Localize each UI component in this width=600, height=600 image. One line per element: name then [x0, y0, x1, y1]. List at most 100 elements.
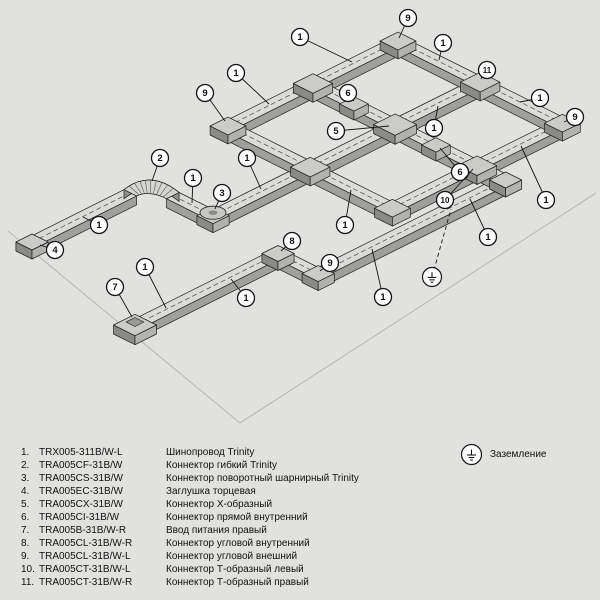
legend-desc: Коннектор Т-образный левый: [166, 564, 304, 575]
legend-num: 3.: [21, 473, 30, 484]
svg-text:4: 4: [52, 245, 58, 256]
callout-1: 1: [290, 27, 353, 63]
callout-8: 8: [280, 231, 302, 252]
svg-text:1: 1: [342, 220, 348, 231]
power-feed: [125, 317, 145, 327]
svg-text:6: 6: [345, 88, 350, 99]
ground-marker: [421, 208, 452, 288]
svg-text:2: 2: [157, 153, 162, 164]
legend-num: 2.: [21, 460, 30, 471]
callout-7: 7: [105, 277, 133, 318]
callout-9: 9: [398, 8, 418, 39]
legend-item: 2. TRA005CF-31B/W Коннектор гибкий Trinity: [21, 459, 359, 472]
legend-code: TRA005CL-31B/W-L: [39, 551, 131, 562]
svg-text:9: 9: [202, 88, 207, 99]
callout-4: 4: [39, 240, 65, 260]
svg-text:6: 6: [457, 167, 462, 178]
legend-desc: Шинопровод Trinity: [166, 447, 255, 458]
svg-text:1: 1: [537, 93, 543, 104]
svg-text:7: 7: [112, 282, 117, 293]
svg-text:1: 1: [244, 153, 250, 164]
callout-1: 1: [135, 257, 167, 309]
callout-1: 1: [424, 105, 444, 138]
ground-label: Заземление: [490, 449, 547, 460]
legend-num: 6.: [21, 512, 30, 523]
svg-text:1: 1: [142, 262, 148, 273]
callout-9: 9: [563, 107, 585, 127]
legend-desc: Коннектор угловой внешний: [166, 551, 298, 562]
callout-1: 1: [230, 278, 256, 308]
legend-code: TRX005-311B/W-L: [39, 447, 123, 458]
legend-desc: Коннектор Т-образный правый: [166, 577, 309, 588]
legend-code: TRA005CT-31B/W-R: [39, 577, 133, 588]
svg-text:1: 1: [96, 220, 102, 231]
callout-1: 1: [371, 248, 393, 307]
legend-item: 3. TRA005CS-31B/W Коннектор поворотный шар…: [21, 472, 359, 485]
callout-1: 1: [335, 189, 355, 235]
callout-9: 9: [195, 83, 226, 122]
legend-code: TRA005CS-31B/W: [39, 473, 123, 484]
legend-num: 1.: [21, 447, 30, 458]
callout-1: 1: [520, 145, 556, 210]
parts-legend: 1. TRX005-311B/W-L Шинопровод Trinity 2. TRA…: [21, 446, 359, 589]
callout-1: 1: [469, 198, 498, 247]
callout-1: 1: [433, 33, 453, 61]
legend-num: 5.: [21, 499, 30, 510]
legend-item: 10. TRA005CT-31B/W-L Коннектор Т-образный …: [21, 563, 359, 576]
legend-num: 8.: [21, 538, 30, 549]
legend-item: 5. TRA005CX-31B/W Коннектор X-образный: [21, 498, 359, 511]
svg-text:1: 1: [297, 32, 303, 43]
svg-text:1: 1: [440, 38, 446, 49]
callout-1: 1: [183, 168, 203, 204]
legend-item: 8. TRA005CL-31B/W-R Коннектор угловой внут…: [21, 537, 359, 550]
svg-text:8: 8: [289, 236, 294, 247]
svg-text:11: 11: [483, 66, 492, 75]
svg-text:1: 1: [243, 293, 249, 304]
legend-desc: Ввод питания правый: [166, 525, 267, 536]
legend-num: 11.: [21, 577, 35, 588]
callout-1: 1: [226, 63, 270, 105]
legend-item: 11. TRA005CT-31B/W-R Коннектор Т-образный …: [21, 576, 359, 589]
callout-1: 1: [82, 215, 109, 235]
legend-desc: Коннектор X-образный: [166, 499, 273, 510]
callout-1: 1: [237, 148, 262, 190]
callout-6: 6: [439, 147, 470, 182]
svg-text:1: 1: [380, 292, 386, 303]
legend-code: TRA005CI-31B/W: [39, 512, 120, 523]
legend-num: 7.: [21, 525, 30, 536]
legend-code: TRA005CT-31B/W-L: [39, 564, 131, 575]
flex-connector: [123, 179, 180, 203]
legend-desc: Коннектор гибкий Trinity: [166, 460, 277, 471]
legend-code: TRA005CF-31B/W: [39, 460, 123, 471]
callout-3: 3: [212, 183, 232, 210]
legend-desc: Коннектор угловой внутренний: [166, 538, 310, 549]
legend-num: 9.: [21, 551, 30, 562]
ground-symbol-icon: [460, 443, 483, 466]
callout-2: 2: [150, 148, 170, 182]
floor-outline: [7, 192, 597, 424]
svg-text:10: 10: [441, 196, 450, 205]
legend-code: TRA005CL-31B/W-R: [39, 538, 133, 549]
legend-code: TRA005EC-31B/W: [39, 486, 123, 497]
svg-text:1: 1: [543, 195, 549, 206]
legend-item: 9. TRA005CL-31B/W-L Коннектор угловой внеш…: [21, 550, 359, 563]
svg-text:1: 1: [485, 232, 491, 243]
callout-9: 9: [319, 253, 340, 273]
svg-text:3: 3: [219, 188, 224, 199]
legend-item: 1. TRX005-311B/W-L Шинопровод Trinity: [21, 446, 359, 459]
legend-desc: Коннектор поворотный шарнирный Trinity: [166, 473, 359, 484]
svg-text:5: 5: [333, 126, 339, 137]
svg-text:1: 1: [190, 173, 196, 184]
svg-text:9: 9: [327, 258, 332, 269]
legend-code: TRA005CX-31B/W: [39, 499, 123, 510]
legend-desc: Заглушка торцевая: [166, 486, 256, 497]
callout-5: 5: [326, 121, 390, 141]
svg-text:1: 1: [233, 68, 239, 79]
legend-num: 10.: [21, 564, 35, 575]
